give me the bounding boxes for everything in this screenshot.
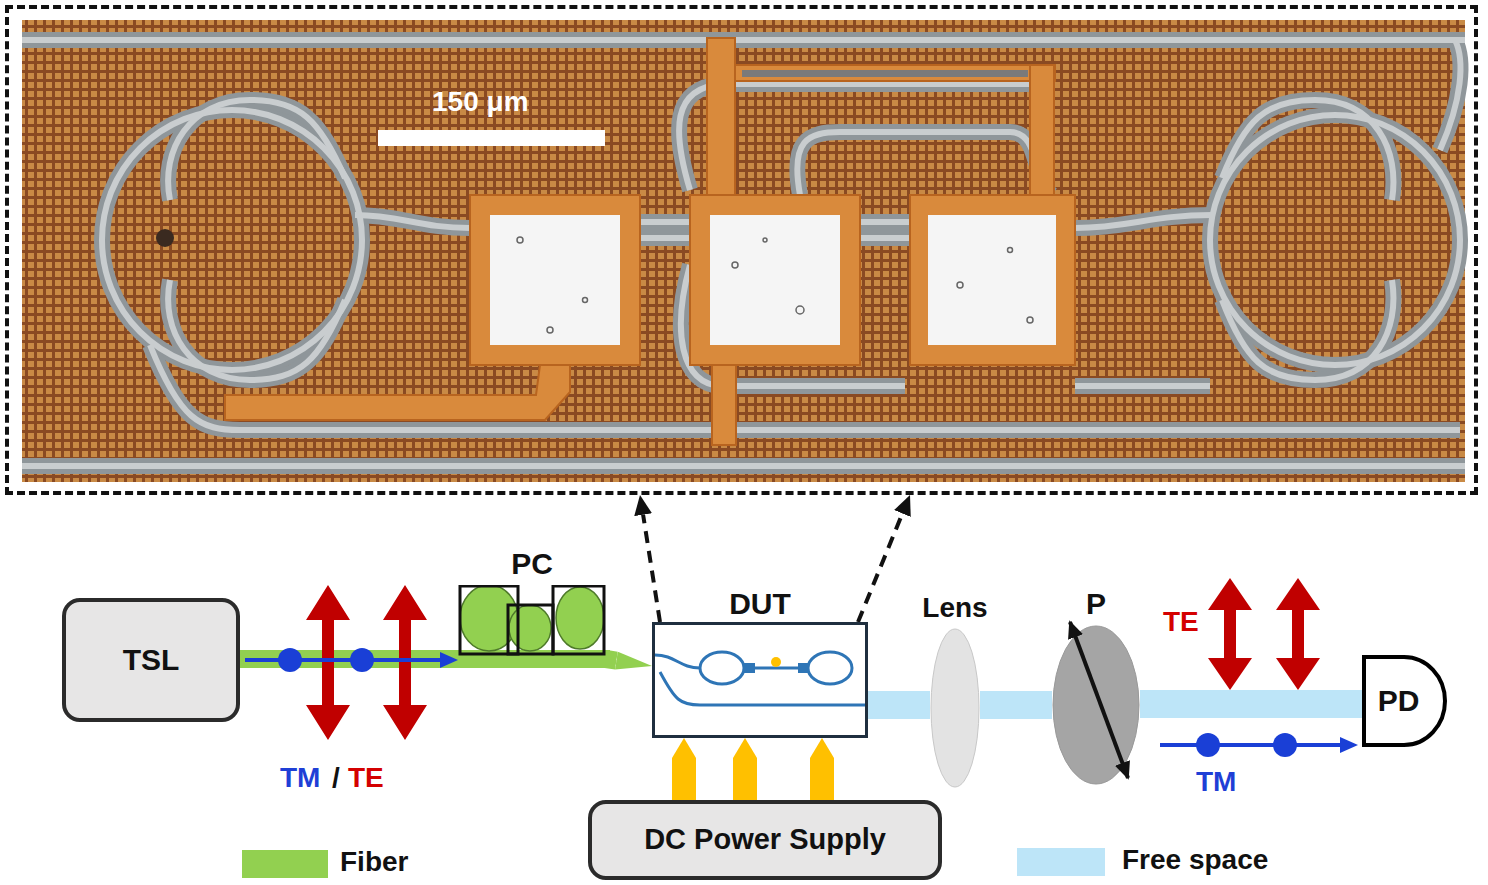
polarization-controller: PC bbox=[458, 585, 606, 657]
lens-shape bbox=[930, 628, 980, 788]
fiber-link bbox=[606, 659, 616, 661]
polarization-label: TE bbox=[1163, 606, 1199, 638]
microscope-inset: 150 μm bbox=[5, 5, 1478, 495]
polarization-label: TE bbox=[348, 762, 384, 794]
node-label: TSL bbox=[123, 643, 180, 678]
probe-arrow bbox=[810, 758, 834, 800]
free-space-beam bbox=[868, 691, 930, 719]
probe-arrow bbox=[733, 758, 757, 800]
free-space-beam bbox=[980, 691, 1052, 719]
fiber-link bbox=[240, 650, 458, 668]
photodetector: PD bbox=[1362, 655, 1447, 747]
legend-label: Free space bbox=[1122, 844, 1268, 876]
node-label: 150 μm bbox=[432, 86, 529, 118]
node-label: DC Power Supply bbox=[644, 823, 886, 856]
lens: Lens bbox=[930, 628, 980, 788]
polarizer-shape bbox=[1052, 625, 1140, 785]
polarization-label: TM bbox=[280, 762, 320, 794]
node-label: DUT bbox=[729, 587, 791, 622]
zoom-arrow bbox=[858, 514, 902, 622]
polarizer: P bbox=[1052, 625, 1140, 785]
legend-swatch bbox=[1017, 848, 1105, 876]
zoom-arrow bbox=[643, 515, 660, 622]
legend-swatch bbox=[242, 850, 328, 878]
laser-box: TSL bbox=[62, 598, 240, 722]
free-space-beam bbox=[1140, 690, 1362, 718]
polarization-controller-shape bbox=[458, 585, 606, 657]
polarization-label: TM bbox=[1196, 766, 1236, 798]
photodetector-shape bbox=[1362, 655, 1447, 747]
power-supply-box: DC Power Supply bbox=[588, 800, 942, 880]
polarization-label: / bbox=[332, 762, 340, 794]
legend-label: Fiber bbox=[340, 846, 408, 878]
probe-arrow bbox=[672, 758, 696, 800]
node-label: PD bbox=[1378, 684, 1420, 719]
node-label: PC bbox=[511, 547, 553, 582]
node-label: Lens bbox=[922, 592, 987, 624]
node-label: P bbox=[1086, 587, 1106, 622]
device-under-test: DUT bbox=[652, 622, 868, 738]
